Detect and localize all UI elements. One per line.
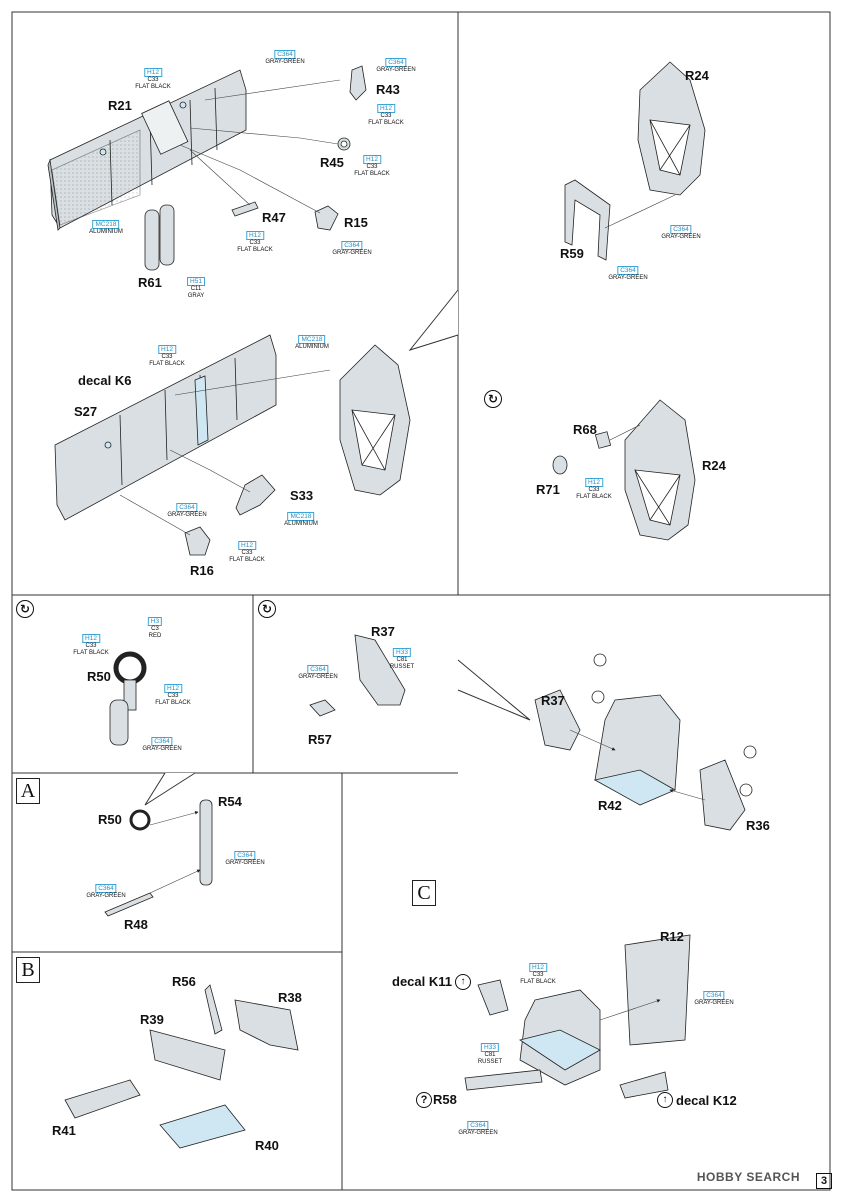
part-label-r56: R56 bbox=[172, 974, 196, 989]
seat-bracket-r37 bbox=[309, 634, 406, 717]
cockpit-side-wall-s27 bbox=[54, 334, 277, 521]
part-label-r50b: R50 bbox=[98, 812, 122, 827]
watermark: HOBBY SEARCH bbox=[696, 1170, 800, 1184]
leader-lines-mid bbox=[119, 369, 331, 536]
part-label-r39: R39 bbox=[140, 1012, 164, 1027]
step-b-parts bbox=[64, 984, 299, 1149]
small-parts-top bbox=[231, 65, 367, 231]
panel-borders bbox=[11, 11, 831, 1191]
part-label-r43: R43 bbox=[376, 82, 400, 97]
step-letter-b: B bbox=[16, 957, 40, 983]
part-label-r45: R45 bbox=[320, 155, 344, 170]
decal-direction-icon: ↑ bbox=[455, 974, 471, 990]
part-label-r12: R12 bbox=[660, 929, 684, 944]
callout-wedges bbox=[144, 289, 531, 806]
part-label-r37a: R37 bbox=[371, 624, 395, 639]
seat-bulkhead-r24-second bbox=[552, 399, 696, 541]
step-c-parts bbox=[464, 934, 691, 1099]
small-parts-mid bbox=[184, 474, 276, 556]
part-label-decal-k12: decal K12 bbox=[676, 1093, 737, 1108]
cockpit-side-wall-r21 bbox=[47, 69, 247, 231]
part-label-r21: R21 bbox=[108, 98, 132, 113]
part-label-r54: R54 bbox=[218, 794, 242, 809]
part-label-r36: R36 bbox=[746, 818, 770, 833]
optional-part-icon: ? bbox=[416, 1092, 432, 1108]
part-label-s33: S33 bbox=[290, 488, 314, 503]
part-label-decal-k11: decal K11 bbox=[392, 974, 452, 989]
oxygen-bottles-r61 bbox=[144, 204, 175, 271]
seat-bulkhead-mid bbox=[339, 344, 411, 496]
part-label-decal-k6: decal K6 bbox=[78, 373, 132, 388]
part-label-s27: S27 bbox=[74, 404, 98, 419]
part-label-r71: R71 bbox=[536, 482, 560, 497]
part-label-r41: R41 bbox=[52, 1123, 76, 1138]
part-label-r38: R38 bbox=[278, 990, 302, 1005]
part-label-r15: R15 bbox=[344, 215, 368, 230]
rotate-view-icon: ↻ bbox=[258, 600, 276, 618]
seat-assembly-r42 bbox=[534, 653, 757, 831]
step-letter-a: A bbox=[16, 778, 40, 804]
part-label-r47: R47 bbox=[262, 210, 286, 225]
part-label-r37b: R37 bbox=[541, 693, 565, 708]
part-label-r58: R58 bbox=[433, 1092, 457, 1107]
step-a-parts bbox=[104, 799, 213, 917]
rotate-view-icon: ↻ bbox=[16, 600, 34, 618]
leader-lines-top bbox=[179, 79, 341, 214]
step-letter-c: C bbox=[412, 880, 436, 906]
part-label-r42: R42 bbox=[598, 798, 622, 813]
part-label-r68: R68 bbox=[573, 422, 597, 437]
part-label-r24b: R24 bbox=[702, 458, 726, 473]
part-label-r59: R59 bbox=[560, 246, 584, 261]
page-number: 3 bbox=[816, 1173, 832, 1189]
part-label-r50a: R50 bbox=[87, 669, 111, 684]
control-stick-r50 bbox=[109, 651, 147, 746]
part-label-r61: R61 bbox=[138, 275, 162, 290]
part-label-r48: R48 bbox=[124, 917, 148, 932]
seat-frame-r59 bbox=[564, 179, 611, 261]
rotate-view-icon: ↻ bbox=[484, 390, 502, 408]
seat-bulkhead-r24-top bbox=[637, 61, 706, 196]
decal-direction-icon: ↑ bbox=[657, 1092, 673, 1108]
part-label-r57: R57 bbox=[308, 732, 332, 747]
part-label-r40: R40 bbox=[255, 1138, 279, 1153]
part-label-r16: R16 bbox=[190, 563, 214, 578]
part-label-r24a: R24 bbox=[685, 68, 709, 83]
